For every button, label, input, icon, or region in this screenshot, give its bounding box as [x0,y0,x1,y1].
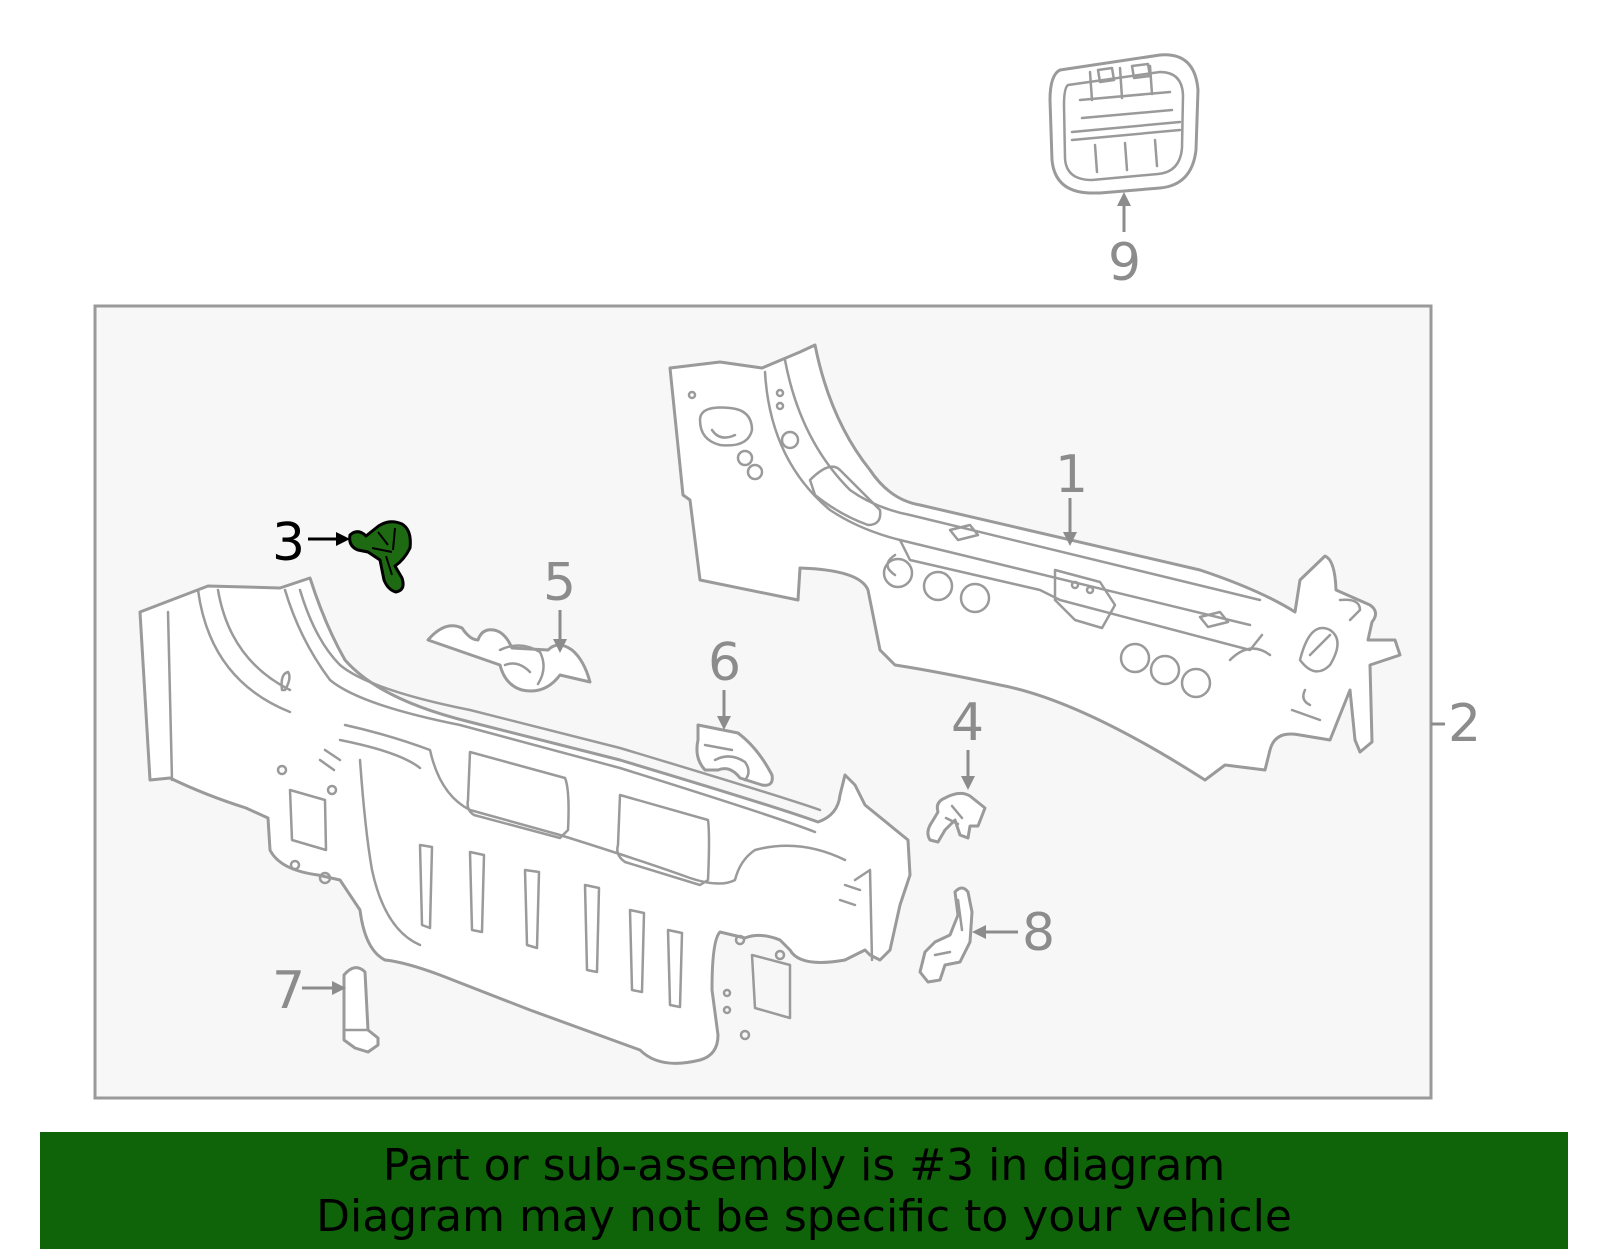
part-6-bracket[interactable] [695,723,774,787]
callout-5: 5 [543,553,576,613]
part-1-rear-panel-upper[interactable] [668,343,1402,782]
part-3-bracket-highlighted[interactable] [348,520,412,594]
arrowhead-8 [972,925,986,939]
callout-3: 3 [272,513,305,573]
part-7-plate[interactable] [342,966,380,1054]
arrowhead-4 [961,776,975,790]
part-8-bracket[interactable] [918,886,974,984]
arrowhead-5 [553,639,567,653]
callout-8: 8 [1022,903,1055,963]
arrowhead-9 [1117,192,1131,206]
arrowhead-7 [332,981,346,995]
callout-2: 2 [1448,694,1481,754]
part-5-reinforcement[interactable] [426,624,592,693]
arrowhead-3 [336,532,350,546]
arrowhead-6 [717,716,731,730]
callout-6: 6 [708,633,741,693]
info-banner: Part or sub-assembly is #3 in diagram Di… [40,1132,1568,1249]
part-4-clip[interactable] [926,791,987,844]
arrowhead-1 [1063,532,1077,546]
banner-line-disclaimer: Diagram may not be specific to your vehi… [316,1190,1292,1242]
callout-9: 9 [1108,233,1141,293]
callout-7: 7 [272,961,305,1021]
callout-1: 1 [1055,445,1088,505]
part-rear-body-panel[interactable] [138,576,912,1065]
part-9-vent[interactable] [1048,53,1200,195]
banner-line-part: Part or sub-assembly is #3 in diagram [382,1139,1226,1191]
callout-4: 4 [951,693,984,753]
